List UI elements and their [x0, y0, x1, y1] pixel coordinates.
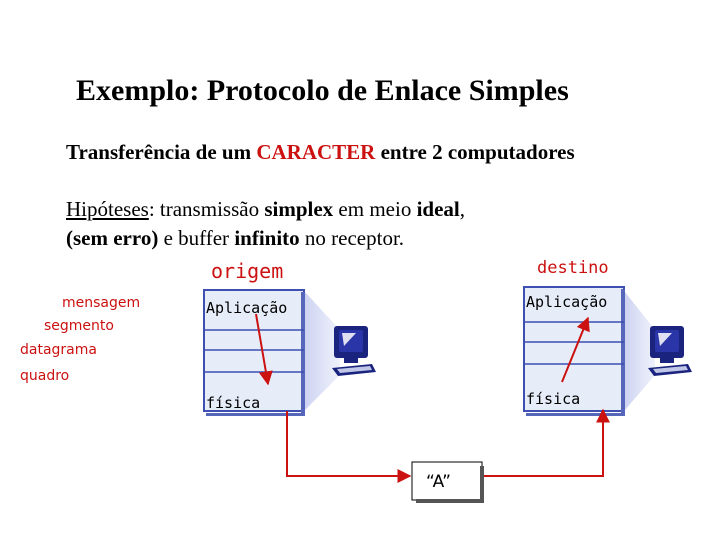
destination-stack-box	[523, 286, 625, 412]
computer-icon	[648, 326, 692, 376]
computer-icon	[332, 326, 376, 376]
subtitle: Transferência de um CARACTER entre 2 com…	[66, 140, 575, 165]
origin-physical-label: física	[206, 394, 261, 412]
subtitle-suffix: entre 2 computadores	[375, 140, 575, 164]
destination-application-label: Aplicação	[526, 293, 608, 311]
subtitle-prefix: Transferência de um	[66, 140, 257, 164]
hyp-ideal: ideal	[416, 197, 460, 221]
layer-label-mensagem: mensagem	[62, 295, 141, 311]
origin-stack-shadow	[206, 413, 305, 416]
layer-label-segmento: segmento	[44, 318, 114, 334]
destination-beam	[625, 292, 655, 410]
hypotheses-line-1: Hipóteses: transmissão simplex em meio i…	[66, 197, 465, 222]
origin-stack-shadow	[301, 292, 305, 413]
origin-label: origem	[211, 259, 284, 283]
transmitted-character: “A”	[426, 472, 451, 492]
transmission-arrow-origin	[286, 411, 412, 483]
character-box-shadow	[416, 499, 484, 503]
origin-application-label: Aplicação	[206, 299, 288, 317]
subtitle-highlight: CARACTER	[256, 140, 376, 164]
destination-up-arrow	[561, 316, 590, 383]
layer-label-datagrama: datagrama	[20, 342, 97, 358]
character-box-shadow	[480, 466, 484, 503]
destination-stack	[523, 286, 655, 416]
hypotheses-label: Hipóteses	[66, 197, 149, 221]
transmission-arrow-destination	[484, 408, 610, 477]
hyp-infinito: infinito	[234, 226, 300, 250]
hyp-simplex: simplex	[264, 197, 334, 221]
origin-beam	[305, 292, 340, 410]
hyp-text: ,	[459, 197, 465, 221]
destination-stack-shadow	[621, 289, 625, 413]
destination-label: destino	[537, 258, 609, 278]
hypotheses-line-2: (sem erro) e buffer infinito no receptor…	[66, 226, 404, 251]
hyp-sem-erro: (sem erro)	[66, 226, 159, 250]
origin-down-arrow	[255, 313, 273, 386]
destination-physical-label: física	[526, 390, 581, 408]
page-title: Exemplo: Protocolo de Enlace Simples	[76, 74, 569, 107]
hyp-text: e buffer	[158, 226, 235, 250]
layer-label-quadro: quadro	[20, 368, 70, 384]
hyp-text: em meio	[333, 197, 417, 221]
hyp-text: : transmissão	[148, 197, 265, 221]
hyp-text: no receptor.	[299, 226, 405, 250]
destination-stack-shadow	[526, 413, 625, 416]
origin-stack	[203, 289, 340, 416]
